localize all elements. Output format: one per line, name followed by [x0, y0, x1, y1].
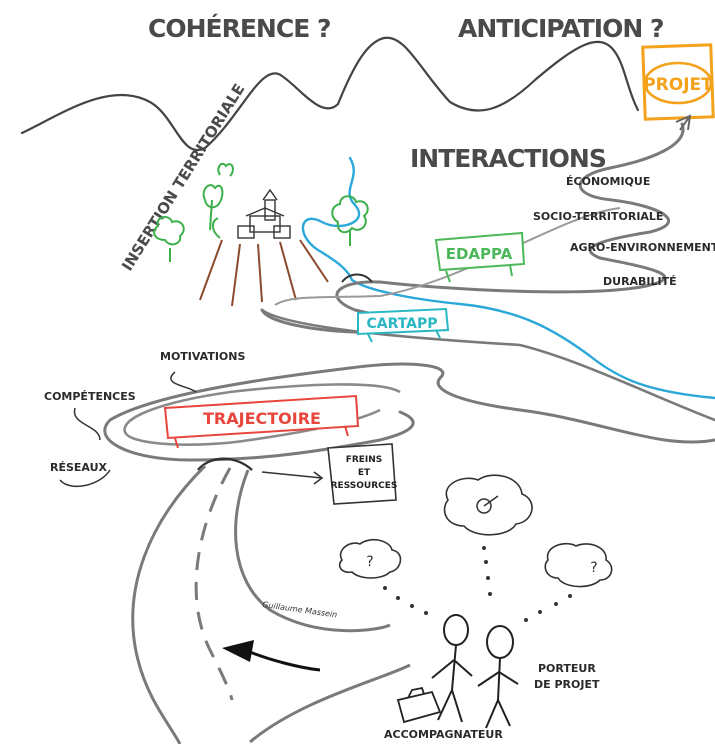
pillar-economique: ÉCONOMIQUE [566, 175, 650, 188]
bridge-upper [341, 273, 373, 283]
trees-icon [153, 162, 369, 262]
road-lower-bottom [249, 663, 411, 744]
freins-scroll: FREINS ET RESSOURCES [327, 443, 398, 505]
projet-label: PROJET [643, 75, 713, 95]
label-accompagnateur: ACCOMPAGNATEUR [384, 728, 503, 741]
projet-arrow [675, 114, 692, 131]
road-lower-center [194, 467, 234, 701]
edappa-sign: EDAPPA [434, 231, 526, 283]
figure-porteur [477, 625, 519, 729]
signature: Guillaume Massein [262, 600, 338, 619]
projet-sign: PROJET [641, 43, 715, 121]
label-porteur-1: PORTEUR [538, 662, 596, 675]
briefcase-icon [396, 686, 442, 724]
road-upper-edge [274, 207, 621, 306]
factor-motivations: MOTIVATIONS [160, 350, 245, 363]
freins-line-3: RESSOURCES [331, 481, 398, 491]
title-interactions: INTERACTIONS [410, 144, 606, 173]
road-lower-right [234, 469, 391, 633]
road-loop-inner [123, 383, 401, 446]
pillar-socio-territoriale: SOCIO-TERRITORIALE [533, 210, 663, 223]
cartapp-sign: CARTAPP [357, 307, 450, 343]
cartapp-label: CARTAPP [366, 316, 437, 332]
pillar-durabilite: DURABILITÉ [603, 275, 677, 288]
thought-cloud-center [443, 474, 533, 536]
arrow-reseaux [59, 469, 111, 488]
factor-reseaux: RÉSEAUX [50, 461, 108, 474]
title-coherence: COHÉRENCE ? [148, 14, 330, 43]
fields-icon [199, 239, 329, 307]
edappa-label: EDAPPA [446, 245, 513, 263]
village-icon [237, 188, 291, 239]
thought-dots [383, 546, 572, 622]
arrow-competences [73, 407, 101, 441]
question-mark-right: ? [590, 560, 597, 576]
trajectoire-label: TRAJECTOIRE [203, 409, 321, 428]
road-lower-left [131, 464, 207, 744]
factor-competences: COMPÉTENCES [44, 390, 136, 403]
road-loop [260, 308, 715, 422]
arrow-motivations [170, 371, 197, 393]
road-loop-lower [103, 362, 715, 462]
label-insertion-territoriale: INSERTION TERRITORIALE [118, 80, 248, 274]
freins-line-2: ET [358, 468, 371, 478]
title-anticipation: ANTICIPATION ? [458, 14, 663, 43]
river [301, 156, 715, 400]
label-porteur-2: DE PROJET [534, 678, 600, 691]
thought-cloud-left: ? [338, 538, 402, 579]
question-mark-left: ? [366, 554, 373, 570]
freins-line-1: FREINS [346, 455, 383, 465]
thought-cloud-right: ? [544, 542, 613, 588]
trajectoire-sign: TRAJECTOIRE [163, 394, 360, 449]
arrow-freins [261, 471, 324, 485]
direction-arrow [222, 640, 321, 672]
mountain-ridge [20, 36, 640, 152]
figure-accompagnateur [431, 614, 473, 723]
bridge-lower [197, 457, 253, 471]
pillar-agro-environnementale: AGRO-ENVIRONNEMENTALE [570, 241, 715, 254]
